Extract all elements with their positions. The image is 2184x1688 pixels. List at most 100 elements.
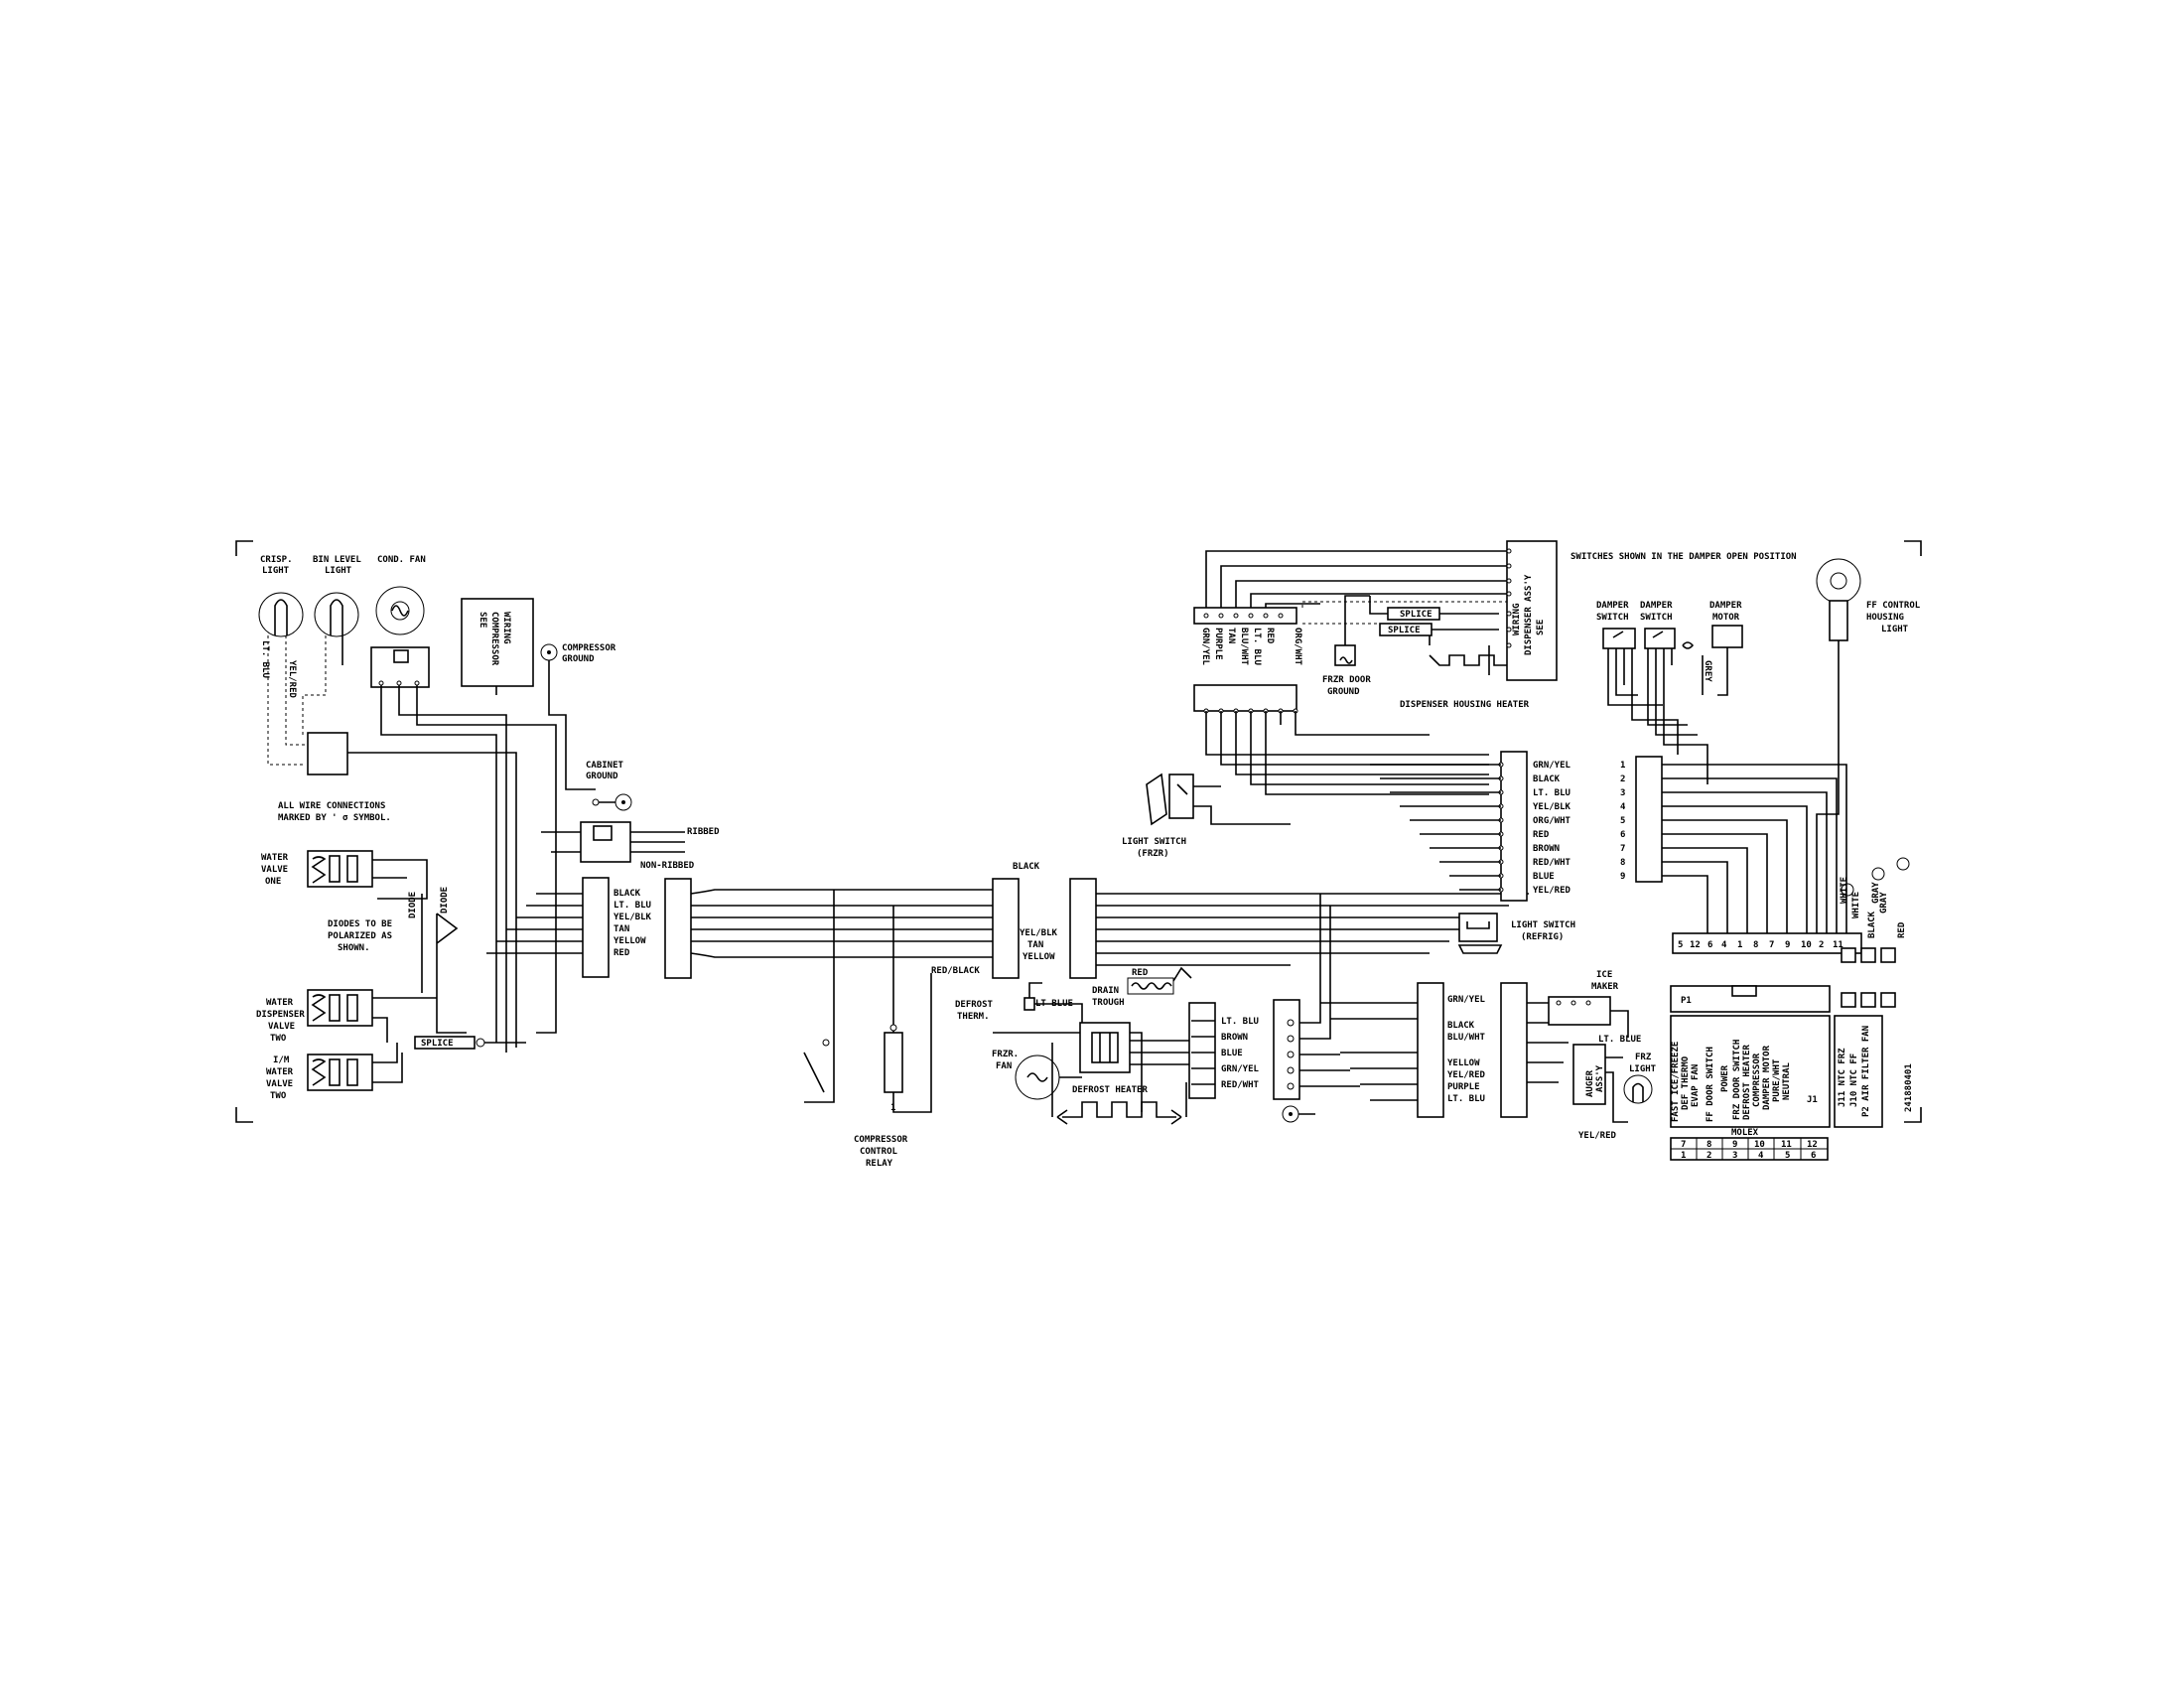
lower-connector-right <box>1500 982 1569 1118</box>
svg-text:J11 NTC FRZ: J11 NTC FRZ <box>1838 1048 1847 1107</box>
compressor-wiring-box: SEE COMPRESSOR WIRING <box>461 598 534 687</box>
diode-2-label: DIODE <box>440 887 450 914</box>
right-main-connector: GRN/YEL BLACK LT. BLU YEL/BLK ORG/WHT RE… <box>1370 751 1571 902</box>
svg-text:FAN: FAN <box>996 1061 1012 1071</box>
compressor-control-relay: 1 COMPRESSOR CONTROL RELAY <box>803 890 932 1169</box>
svg-text:MARKED BY ' σ SYMBOL.: MARKED BY ' σ SYMBOL. <box>278 813 391 823</box>
lower-connector-left: GRN/YEL BLACK BLU/WHT YELLOW YEL/RED PUR… <box>1320 982 1486 1118</box>
svg-text:WIRING: WIRING <box>1512 603 1522 635</box>
diodes-note: DIODES TO BE POLARIZED AS SHOWN. <box>328 919 392 953</box>
svg-text:RED/WHT: RED/WHT <box>1533 858 1571 868</box>
svg-text:ORG/WHT: ORG/WHT <box>1293 628 1302 666</box>
svg-text:LIGHT SWITCH: LIGHT SWITCH <box>1122 837 1186 847</box>
switches-note: SWITCHES SHOWN IN THE DAMPER OPEN POSITI… <box>1570 552 1797 562</box>
svg-text:FAST ICE/FREEZE: FAST ICE/FREEZE <box>1671 1042 1681 1122</box>
svg-text:J1: J1 <box>1807 1095 1818 1105</box>
diode-1-label: DIODE <box>408 892 418 918</box>
water-valve-one: WATER VALVE ONE <box>261 850 428 900</box>
svg-text:9: 9 <box>1785 940 1790 950</box>
auger-assembly: AUGER ASS'Y LT. BLUE <box>1572 1035 1641 1123</box>
svg-text:RIBBED: RIBBED <box>687 827 720 837</box>
svg-text:1: 1 <box>1681 1151 1686 1161</box>
svg-text:LT. BLUE: LT. BLUE <box>1598 1035 1641 1045</box>
damper-motor: DAMPER MOTOR <box>1709 601 1743 696</box>
svg-text:YEL/BLK: YEL/BLK <box>1020 928 1058 938</box>
svg-text:DISPENSER ASS'Y: DISPENSER ASS'Y <box>1524 574 1534 655</box>
svg-text:SWITCH: SWITCH <box>1640 613 1673 623</box>
control-board-connector: 5 12 6 4 1 8 7 9 10 2 11 <box>1672 932 1862 954</box>
heater-connector-right <box>1273 894 1360 1100</box>
yel-red-bottom-label: YEL/RED <box>1578 1131 1617 1141</box>
drain-trough: DRAIN TROUGH RED <box>1092 966 1192 1008</box>
svg-text:MOLEX: MOLEX <box>1731 1128 1759 1138</box>
svg-text:11: 11 <box>1781 1140 1792 1150</box>
top-splices: SPLICE SPLICE <box>1301 596 1509 636</box>
svg-text:P2 AIR FILTER FAN: P2 AIR FILTER FAN <box>1861 1026 1871 1117</box>
svg-text:8: 8 <box>1620 858 1625 868</box>
svg-text:WATER: WATER <box>261 853 289 863</box>
ice-maker: ICE MAKER <box>1548 970 1629 1038</box>
svg-text:RED: RED <box>1265 628 1275 644</box>
svg-text:(FRZR): (FRZR) <box>1137 849 1169 859</box>
svg-text:8: 8 <box>1706 1140 1711 1150</box>
svg-text:COMPRESSOR: COMPRESSOR <box>1752 1053 1762 1107</box>
main-harness: BLACK RED/BLACK YEL/BLK TAN YELLOW <box>664 862 1529 979</box>
svg-text:NEUTRAL: NEUTRAL <box>1782 1061 1792 1100</box>
svg-text:COMPRESSOR: COMPRESSOR <box>489 612 499 666</box>
heater-connector: LT. BLU BROWN BLUE GRN/YEL RED/WHT <box>1188 1002 1260 1099</box>
svg-text:ASS'Y: ASS'Y <box>1595 1064 1605 1092</box>
svg-text:DAMPER: DAMPER <box>1709 601 1742 611</box>
svg-text:MOTOR: MOTOR <box>1712 613 1740 623</box>
svg-text:YEL/RED: YEL/RED <box>1447 1070 1486 1080</box>
damper-switch-1: DAMPER SWITCH <box>1596 601 1636 649</box>
top-center-connector-a <box>1193 550 1509 625</box>
dispenser-housing-heater: DISPENSER HOUSING HEATER <box>1400 635 1530 710</box>
svg-text:CABINET: CABINET <box>586 761 624 771</box>
svg-text:FF CONTROL: FF CONTROL <box>1866 601 1921 611</box>
svg-text:RED: RED <box>614 948 630 958</box>
svg-text:YEL/BLK: YEL/BLK <box>1533 802 1571 812</box>
svg-text:8: 8 <box>1753 940 1758 950</box>
svg-text:COMPRESSOR: COMPRESSOR <box>854 1135 908 1145</box>
j-pin-strip: 1 2 3 4 5 6 7 8 9 <box>1620 756 1847 933</box>
right-side-connectors: WHITE WHITE GRAY BLACK GRAY RED <box>1840 857 1910 1008</box>
svg-text:BLACK: BLACK <box>1447 1021 1475 1031</box>
svg-text:2: 2 <box>1620 774 1625 784</box>
crisp-light: CRISP. LIGHT <box>258 555 304 637</box>
svg-text:YEL/RED: YEL/RED <box>1533 886 1571 896</box>
svg-text:5: 5 <box>1678 940 1683 950</box>
svg-text:P1: P1 <box>1681 996 1692 1006</box>
svg-text:RED: RED <box>1897 921 1907 938</box>
svg-text:3: 3 <box>1732 1151 1737 1161</box>
red-black-label: RED/BLACK <box>931 966 980 976</box>
svg-text:GRN/YEL: GRN/YEL <box>1533 761 1571 771</box>
svg-text:4: 4 <box>1758 1151 1764 1161</box>
svg-text:ALL WIRE CONNECTIONS: ALL WIRE CONNECTIONS <box>278 801 385 811</box>
svg-text:PURPLE: PURPLE <box>1213 628 1223 660</box>
svg-text:TAN: TAN <box>1226 628 1236 643</box>
svg-text:DAMPER: DAMPER <box>1640 601 1673 611</box>
svg-text:HOUSING: HOUSING <box>1866 613 1904 623</box>
svg-text:DEF THERMO: DEF THERMO <box>1681 1055 1691 1110</box>
svg-text:LT. BLU: LT. BLU <box>1252 628 1262 665</box>
svg-text:CRISP.: CRISP. <box>260 555 293 565</box>
svg-text:BLACK: BLACK <box>614 889 641 899</box>
svg-text:TAN: TAN <box>614 924 629 934</box>
left-splice: SPLICE <box>414 1036 526 1050</box>
svg-text:SHOWN.: SHOWN. <box>338 943 370 953</box>
svg-text:YEL/BLK: YEL/BLK <box>614 913 652 922</box>
svg-text:FRZ: FRZ <box>1635 1053 1652 1062</box>
svg-text:FRZR DOOR: FRZR DOOR <box>1322 675 1371 685</box>
svg-text:4: 4 <box>1721 940 1727 950</box>
svg-text:YELLOW: YELLOW <box>1023 952 1055 962</box>
svg-text:1: 1 <box>1737 940 1742 950</box>
defrost-timer-block <box>1079 1022 1191 1073</box>
svg-text:SPLICE: SPLICE <box>421 1039 454 1049</box>
lt-blu-vertical-label: LT. BLU <box>260 640 270 678</box>
svg-text:BLU/WHT: BLU/WHT <box>1239 628 1249 666</box>
dispenser-assembly-box: WIRING DISPENSER ASS'Y SEE <box>1506 540 1558 681</box>
svg-text:(REFRIG): (REFRIG) <box>1521 932 1564 942</box>
top-center-connector-b <box>1193 684 1489 795</box>
part-number: 241880401 <box>1904 1063 1914 1112</box>
